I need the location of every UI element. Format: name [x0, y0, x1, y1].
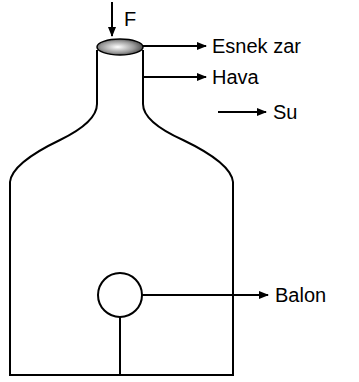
leader-arrow: [143, 76, 206, 78]
force-arrow: [111, 2, 113, 36]
balloon-circle: [98, 273, 142, 317]
leader-arrow: [218, 111, 266, 113]
part-label: Balon: [275, 283, 326, 307]
bottle-outline: [10, 50, 233, 375]
balloon-stand: [119, 317, 121, 375]
leader-arrow: [143, 45, 206, 47]
force-label: F: [124, 7, 136, 31]
part-label: Hava: [212, 65, 259, 89]
part-label: Su: [273, 100, 297, 124]
part-label: Esnek zar: [212, 34, 301, 58]
leader-arrow: [142, 294, 268, 296]
elastic-membrane: [97, 39, 143, 55]
